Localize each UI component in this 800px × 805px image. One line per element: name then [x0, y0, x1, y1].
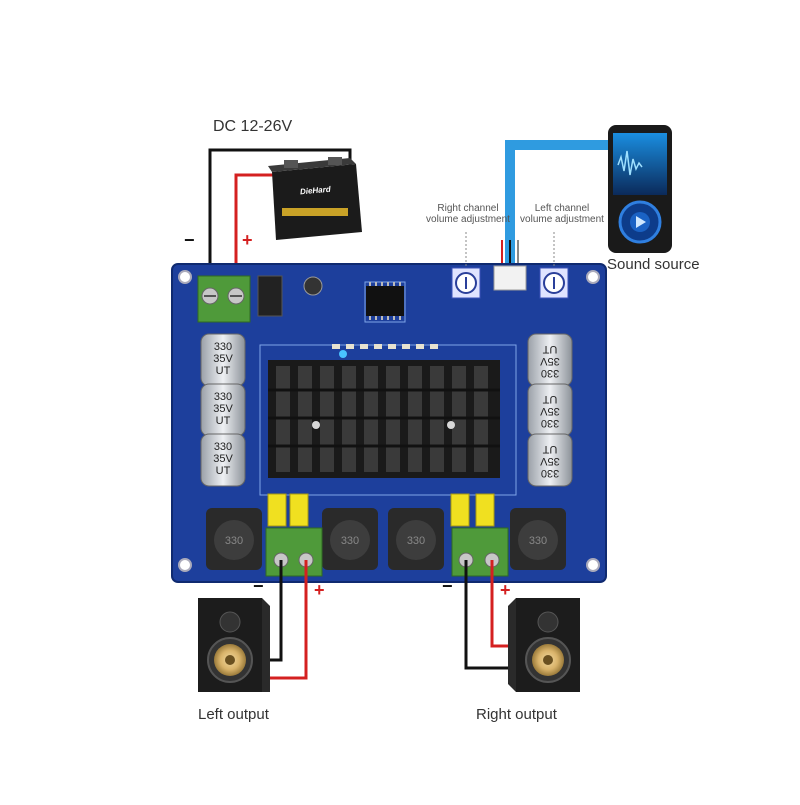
right-speaker-positive-wire	[490, 560, 510, 648]
left-output-terminal	[265, 527, 323, 577]
capacitor-series: UT	[216, 365, 231, 377]
power-supply-label: DC 12-26V	[213, 118, 293, 135]
capacitor-voltage: 35V	[213, 403, 233, 415]
capacitor-series: UT	[216, 415, 231, 427]
right-speaker	[508, 598, 580, 692]
power-terminal	[197, 275, 251, 323]
capacitor-voltage: 35V	[540, 455, 560, 467]
capacitor-series: UT	[542, 343, 557, 355]
small-capacitor	[303, 276, 323, 296]
capacitor-left-1: 330 35V UT	[200, 333, 246, 387]
inductor-value: 330	[341, 535, 359, 547]
inductor-value: 330	[225, 535, 243, 547]
capacitor-left-3: 330 35V UT	[200, 433, 246, 487]
sound-source-label: Sound source	[607, 256, 700, 273]
inductor-4: 330	[510, 508, 566, 570]
right-volume-label-line1: Right channel	[437, 203, 499, 214]
left-output-negative-sign: −	[253, 576, 264, 596]
inductor-value: 330	[407, 535, 425, 547]
capacitor-right-3: 330 35V UT	[527, 433, 573, 487]
right-output-positive-sign: +	[500, 580, 511, 600]
capacitor-voltage: 35V	[213, 453, 233, 465]
capacitor-voltage: 35V	[213, 353, 233, 365]
capacitor-value: 330	[214, 341, 232, 353]
capacitor-value: 330	[214, 441, 232, 453]
right-volume-potentiometer[interactable]	[451, 267, 481, 299]
sound-source-device	[608, 125, 672, 253]
right-output-label: Right output	[476, 706, 557, 723]
capacitor-value: 330	[214, 391, 232, 403]
smd-components	[332, 344, 438, 349]
capacitor-voltage: 35V	[540, 405, 560, 417]
capacitor-left-2: 330 35V UT	[200, 383, 246, 437]
capacitor-series: UT	[216, 465, 231, 477]
capacitor-value: 330	[541, 467, 559, 479]
left-output-label: Left output	[198, 706, 269, 723]
inductor-3: 330	[388, 508, 444, 570]
right-output-negative-sign: −	[442, 576, 453, 596]
capacitor-value: 330	[541, 417, 559, 429]
right-volume-label: Right channel volume adjustment	[418, 203, 518, 225]
power-positive-sign: +	[242, 230, 253, 250]
left-volume-label-line2: volume adjustment	[520, 214, 604, 225]
inductor-1: 330	[206, 508, 262, 570]
right-output-terminal	[451, 527, 509, 577]
right-speaker-negative-wire	[464, 560, 510, 670]
battery	[268, 157, 362, 240]
heatsink	[268, 360, 500, 478]
power-diode	[257, 275, 283, 317]
film-capacitors	[267, 493, 495, 527]
power-led	[339, 350, 347, 358]
capacitor-series: UT	[542, 393, 557, 405]
left-volume-potentiometer[interactable]	[539, 267, 569, 299]
amplifier-ic	[366, 282, 404, 320]
right-volume-label-line2: volume adjustment	[426, 214, 510, 225]
capacitor-series: UT	[542, 443, 557, 455]
left-volume-label: Left channel volume adjustment	[512, 203, 612, 225]
inductor-2: 330	[322, 508, 378, 570]
audio-input-connector	[493, 265, 527, 291]
capacitor-voltage: 35V	[540, 355, 560, 367]
capacitor-right-2: 330 35V UT	[527, 383, 573, 437]
left-output-positive-sign: +	[314, 580, 325, 600]
power-negative-sign: −	[184, 230, 195, 250]
left-volume-label-line1: Left channel	[534, 203, 590, 214]
capacitor-right-1: 330 35V UT	[527, 333, 573, 387]
left-speaker-positive-wire	[262, 560, 308, 680]
audio-input-cable	[505, 140, 612, 265]
inductor-value: 330	[529, 535, 547, 547]
left-speaker	[198, 598, 270, 692]
capacitor-value: 330	[541, 367, 559, 379]
